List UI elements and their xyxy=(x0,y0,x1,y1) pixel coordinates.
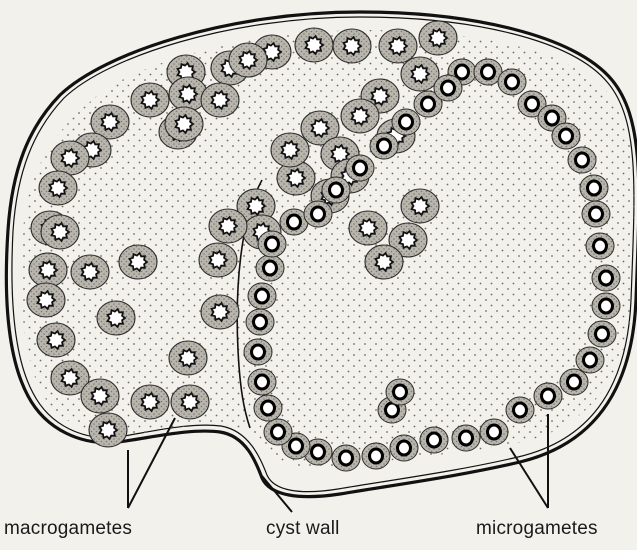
microgamete-cell xyxy=(582,201,610,227)
microgamete-cell xyxy=(246,309,274,335)
microgamete-cell xyxy=(244,339,272,365)
microgamete-cell xyxy=(506,397,534,423)
microgamete-cell xyxy=(254,395,282,421)
macrogamete-cell xyxy=(119,245,157,279)
macrogamete-cell xyxy=(229,43,267,77)
microgamete-cell xyxy=(498,69,526,95)
microgamete-cell xyxy=(248,283,276,309)
macrogamete-cell xyxy=(51,141,89,175)
macrogamete-cell xyxy=(169,341,207,375)
macrogamete-cell xyxy=(89,413,127,447)
microgamete-cell xyxy=(580,175,608,201)
microgamete-cell xyxy=(332,445,360,471)
macrogamete-cell xyxy=(365,245,403,279)
macrogamete-cell xyxy=(131,83,169,117)
macrogamete-cell xyxy=(199,243,237,277)
microgamete-cell xyxy=(480,419,508,445)
macrogamete-cell xyxy=(27,283,65,317)
microgamete-cell xyxy=(322,177,350,203)
microgamete-cell xyxy=(586,233,614,259)
microgamete-cell xyxy=(386,379,414,405)
microgamete-cell xyxy=(390,435,418,461)
macrogamete-cell xyxy=(169,77,207,111)
macrogamete-cell xyxy=(401,57,439,91)
microgamete-cell xyxy=(346,155,374,181)
macrogamete-cell xyxy=(131,385,169,419)
macrogamete-cell xyxy=(97,301,135,335)
microgamete-cell xyxy=(258,231,286,257)
microgamete-cell xyxy=(592,293,620,319)
macrogamete-cell xyxy=(201,83,239,117)
microgamete-cell xyxy=(568,147,596,173)
macrogamete-cell xyxy=(39,171,77,205)
cyst-wall-label: cyst wall xyxy=(266,518,340,540)
microgamete-cell xyxy=(304,201,332,227)
microgamete-cell xyxy=(370,133,398,159)
macrogamete-cell xyxy=(171,385,209,419)
macrogamete-cell xyxy=(349,211,387,245)
microgametes-label: microgametes xyxy=(476,518,598,540)
macrogamete-cell xyxy=(81,379,119,413)
macrogamete-cell xyxy=(71,255,109,289)
microgamete-cell xyxy=(256,255,284,281)
microgamete-cell xyxy=(434,75,462,101)
microgamete-cell xyxy=(588,321,616,347)
macrogamete-cell xyxy=(201,295,239,329)
microgamete-cell xyxy=(264,419,292,445)
microgamete-cell xyxy=(420,427,448,453)
macrogamete-cell xyxy=(209,209,247,243)
microgamete-cell xyxy=(576,347,604,373)
microgamete-cell xyxy=(534,383,562,409)
microgamete-cell xyxy=(248,369,276,395)
microgamete-cell xyxy=(392,109,420,135)
microgamete-cell xyxy=(560,369,588,395)
macrogamete-cell xyxy=(419,21,457,55)
macrogamete-cell xyxy=(41,215,79,249)
microgamete-cell xyxy=(552,123,580,149)
microgamete-cell xyxy=(362,443,390,469)
macrogamete-cell xyxy=(379,29,417,63)
macrogamete-cell xyxy=(333,29,371,63)
microgamete-cell xyxy=(452,425,480,451)
macrogamete-cell xyxy=(271,133,309,167)
macrogamete-cell xyxy=(401,189,439,223)
macrogametes-label: macrogametes xyxy=(4,518,132,540)
macrogamete-cell xyxy=(37,323,75,357)
macrogamete-cell xyxy=(29,253,67,287)
macrogamete-cell xyxy=(341,99,379,133)
macrogamete-cell xyxy=(165,107,203,141)
macrogamete-cell xyxy=(295,28,333,62)
microgamete-cell xyxy=(592,265,620,291)
